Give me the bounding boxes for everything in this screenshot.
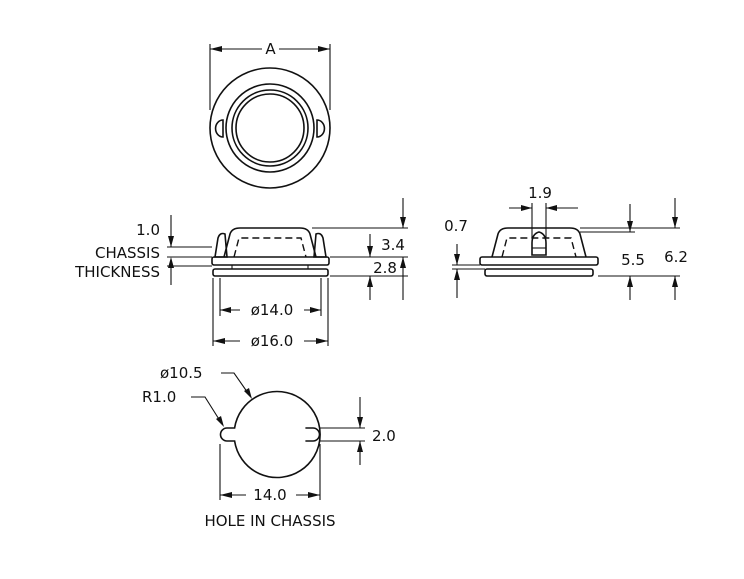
mid-ring-circle bbox=[225, 83, 315, 173]
hole-view: ø10.5 R1.0 2.0 14.0 HOLE IN CHASSIS bbox=[142, 364, 396, 530]
dim-1-0-label: 1.0 bbox=[136, 221, 160, 239]
arrow-icon bbox=[400, 257, 406, 268]
dim-14-0-label: 14.0 bbox=[253, 486, 286, 504]
dim-0-7-label: 0.7 bbox=[444, 217, 468, 235]
side-flange-upper bbox=[479, 256, 599, 266]
hole-in-chassis-label: HOLE IN CHASSIS bbox=[204, 512, 335, 530]
arrow-icon bbox=[244, 388, 252, 399]
arrow-icon bbox=[220, 307, 231, 313]
arrow-icon bbox=[216, 416, 224, 427]
side-view: 1.9 0.7 5.5 6.2 bbox=[444, 184, 688, 300]
front-view: ø14.0 ø16.0 1.0 CHASSIS THICKNESS 3.4 2.… bbox=[74, 198, 408, 350]
arrow-icon bbox=[672, 276, 678, 287]
hole-outline-right bbox=[305, 427, 321, 442]
arrow-icon bbox=[310, 307, 321, 313]
arrow-icon bbox=[318, 46, 330, 52]
dim-phi-10-5-label: ø10.5 bbox=[160, 364, 203, 382]
hole-outline-left bbox=[219, 390, 321, 479]
arrow-icon bbox=[546, 205, 557, 211]
dim-a-label: A bbox=[265, 40, 276, 58]
bore-circle bbox=[235, 93, 305, 163]
left-clip-icon bbox=[214, 232, 228, 258]
arrow-icon bbox=[213, 338, 225, 344]
arrow-icon bbox=[454, 254, 460, 265]
dim-5-5-label: 5.5 bbox=[621, 251, 645, 269]
flange-lower bbox=[212, 268, 329, 277]
arrow-icon bbox=[454, 269, 460, 280]
leader-phi-10-5 bbox=[221, 372, 251, 397]
arrow-icon bbox=[308, 492, 320, 498]
dim-6-2-label: 6.2 bbox=[664, 248, 688, 266]
dim-2-0-label: 2.0 bbox=[372, 427, 396, 445]
inner-ring-circle bbox=[231, 89, 309, 167]
flange-upper bbox=[211, 256, 330, 266]
right-tab-icon bbox=[316, 119, 326, 138]
arrow-icon bbox=[168, 236, 174, 247]
side-hidden-wall bbox=[501, 237, 577, 258]
dim-1-9-label: 1.9 bbox=[528, 184, 552, 202]
arrow-icon bbox=[220, 492, 232, 498]
dim-2-8-label: 2.8 bbox=[373, 259, 397, 277]
arrow-icon bbox=[357, 417, 363, 428]
chassis-label: CHASSIS bbox=[95, 244, 160, 262]
dim-phi14-label: ø14.0 bbox=[251, 301, 294, 319]
arrow-icon bbox=[627, 276, 633, 287]
outer-flange-circle bbox=[209, 67, 331, 189]
side-flange-lower bbox=[484, 268, 594, 277]
arrow-icon bbox=[316, 338, 328, 344]
arrow-icon bbox=[400, 217, 406, 228]
dim-3-4-label: 3.4 bbox=[381, 236, 405, 254]
thickness-label: THICKNESS bbox=[74, 263, 160, 281]
arrow-icon bbox=[627, 221, 633, 232]
side-dome-body bbox=[491, 227, 587, 258]
top-view: A bbox=[209, 40, 331, 189]
arrow-icon bbox=[521, 205, 532, 211]
right-clip-icon bbox=[313, 232, 327, 258]
arrow-icon bbox=[357, 441, 363, 452]
arrow-icon bbox=[672, 217, 678, 228]
arrow-icon bbox=[367, 246, 373, 257]
arrow-icon bbox=[367, 276, 373, 287]
leader-r1-0 bbox=[191, 396, 223, 425]
center-tab-icon bbox=[531, 231, 547, 256]
hidden-inner-wall bbox=[233, 237, 307, 258]
dim-r1-0-label: R1.0 bbox=[142, 388, 176, 406]
dim-phi16-label: ø16.0 bbox=[251, 332, 294, 350]
arrow-icon bbox=[210, 46, 222, 52]
arrow-icon bbox=[168, 257, 174, 268]
dome-body bbox=[223, 227, 317, 258]
left-tab-icon bbox=[214, 119, 224, 138]
